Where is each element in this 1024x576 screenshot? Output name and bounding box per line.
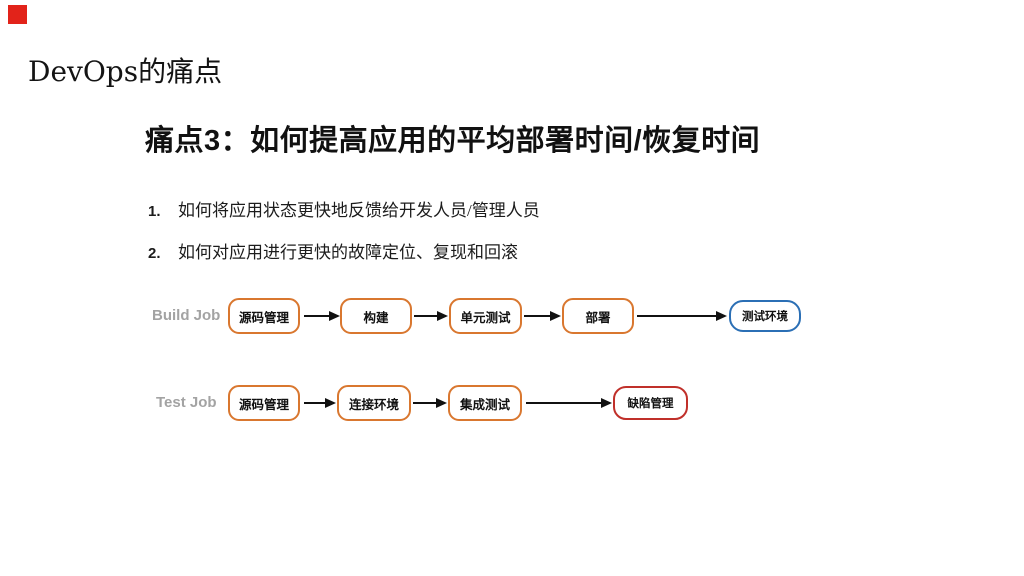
list-item: 1. 如何将应用状态更快地反馈给开发人员/管理人员	[148, 196, 540, 221]
flow-node-deploy: 部署	[562, 298, 634, 334]
flow-arrow-icon	[413, 396, 447, 409]
list-item-number: 2.	[148, 245, 161, 262]
flow-arrow-icon	[304, 396, 336, 409]
list-item-number: 1.	[148, 203, 161, 220]
flow-arrow-icon	[637, 309, 727, 322]
slide-title: DevOps的痛点	[28, 55, 223, 88]
flow-node-test-environment: 测试环境	[729, 300, 801, 332]
flow-arrow-icon	[304, 309, 340, 322]
flow-node-connect-environment: 连接环境	[337, 385, 411, 421]
flow-node-source-management: 源码管理	[228, 298, 300, 334]
flow-arrow-icon	[526, 396, 612, 409]
flow-node-source-management: 源码管理	[228, 385, 300, 421]
brand-accent-square	[8, 5, 27, 24]
flow-arrow-icon	[524, 309, 561, 322]
list-item: 2. 如何对应用进行更快的故障定位、复现和回滚	[148, 238, 518, 263]
build-job-row-label: Build Job	[152, 307, 221, 324]
flow-arrow-icon	[414, 309, 448, 322]
flow-node-integration-test: 集成测试	[448, 385, 522, 421]
list-item-text: 如何将应用状态更快地反馈给开发人员/管理人员	[178, 201, 540, 220]
flow-node-defect-management: 缺陷管理	[613, 386, 688, 420]
test-job-row-label: Test Job	[156, 394, 217, 411]
flow-node-unit-test: 单元测试	[449, 298, 522, 334]
list-item-text: 如何对应用进行更快的故障定位、复现和回滚	[178, 243, 518, 262]
flow-node-build: 构建	[340, 298, 412, 334]
pain-point-heading: 痛点3：如何提高应用的平均部署时间/恢复时间	[145, 125, 761, 157]
